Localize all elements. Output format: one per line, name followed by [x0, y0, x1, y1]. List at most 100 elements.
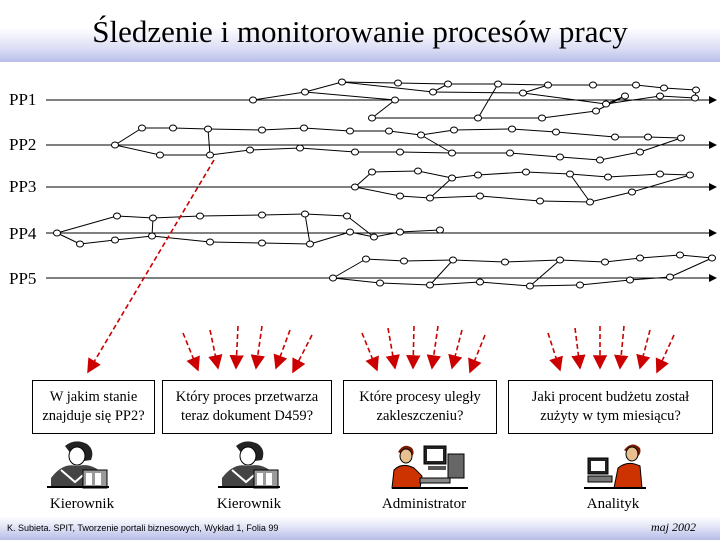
process-node	[77, 241, 84, 247]
flow-edge	[305, 214, 310, 244]
question-box-pp2-state: W jakim stanie znajduje się PP2?	[32, 380, 155, 434]
process-node	[509, 126, 516, 132]
query-arrow	[210, 330, 218, 368]
process-node	[437, 227, 444, 233]
flow-edge	[498, 84, 548, 85]
process-node	[205, 126, 212, 132]
flow-edge	[208, 129, 210, 155]
flow-edge	[433, 92, 523, 93]
process-node	[369, 169, 376, 175]
query-arrow	[276, 330, 290, 368]
flow-edge	[512, 129, 556, 132]
process-node	[602, 259, 609, 265]
flow-edge	[305, 214, 347, 216]
process-node	[520, 90, 527, 96]
flow-edge	[305, 82, 342, 92]
query-arrow	[362, 333, 377, 370]
flow-edge	[430, 196, 480, 198]
flow-edge	[380, 283, 430, 285]
process-node	[527, 283, 534, 289]
flow-edge	[333, 259, 366, 278]
flow-edge	[505, 260, 560, 262]
process-node	[363, 256, 370, 262]
flow-edge	[600, 152, 640, 160]
flow-edge	[115, 145, 160, 155]
flow-edge	[453, 260, 505, 262]
flow-edge	[560, 157, 600, 160]
process-node	[637, 149, 644, 155]
process-node	[477, 193, 484, 199]
question-box-budget: Jaki procent budżetu został zużyty w tym…	[508, 380, 713, 434]
process-node	[377, 280, 384, 286]
process-node	[54, 230, 61, 236]
flow-edge	[530, 260, 560, 286]
process-node	[537, 198, 544, 204]
flow-edge	[510, 153, 560, 157]
manager-at-desk-icon	[47, 441, 109, 488]
flow-edge	[372, 100, 395, 118]
process-node	[347, 229, 354, 235]
process-node	[445, 81, 452, 87]
process-node	[633, 82, 640, 88]
process-node	[259, 240, 266, 246]
process-node	[371, 234, 378, 240]
query-arrow	[388, 328, 395, 368]
process-node	[330, 275, 337, 281]
process-node	[297, 145, 304, 151]
process-node	[557, 154, 564, 160]
query-arrow	[413, 326, 414, 368]
flow-edge	[200, 215, 262, 216]
flow-edge	[80, 240, 115, 244]
flow-edge	[660, 174, 690, 175]
flow-edge	[304, 128, 350, 131]
process-node	[593, 108, 600, 114]
process-node	[449, 150, 456, 156]
process-node	[590, 82, 597, 88]
process-node	[709, 255, 716, 261]
process-node	[477, 279, 484, 285]
query-arrow	[470, 335, 485, 372]
flow-edge	[400, 152, 452, 153]
process-node	[502, 259, 509, 265]
flow-edge	[648, 137, 681, 138]
question-box-deadlock: Które procesy uległy zakleszczeniu?	[343, 380, 497, 434]
query-arrow	[657, 335, 674, 372]
manager-at-desk-icon	[218, 441, 280, 488]
flow-edge	[664, 88, 696, 90]
flow-edge	[152, 236, 210, 242]
process-node	[369, 115, 376, 121]
flow-edge	[570, 174, 608, 177]
flow-edge	[478, 172, 526, 175]
process-node	[397, 229, 404, 235]
process-node	[667, 274, 674, 280]
process-node	[657, 171, 664, 177]
flow-edge	[300, 148, 355, 152]
role-label-manager: Kierownik	[22, 496, 142, 513]
flow-edge	[57, 216, 117, 233]
flow-edge	[570, 174, 590, 202]
process-node	[170, 125, 177, 131]
process-node	[629, 189, 636, 195]
process-node	[539, 115, 546, 121]
process-node	[386, 128, 393, 134]
process-node	[344, 213, 351, 219]
flow-edge	[454, 129, 512, 130]
flow-edge	[640, 255, 680, 258]
flow-edge	[605, 258, 640, 262]
flow-edge	[540, 201, 590, 202]
query-arrow	[452, 330, 462, 368]
query-arrow	[575, 328, 580, 368]
process-node	[587, 199, 594, 205]
query-arrow	[293, 335, 312, 372]
process-node	[150, 215, 157, 221]
process-node	[507, 150, 514, 156]
flow-edge	[632, 175, 690, 192]
process-node	[449, 175, 456, 181]
process-node	[157, 152, 164, 158]
process-node	[259, 212, 266, 218]
process-node	[112, 237, 119, 243]
query-arrow	[88, 160, 214, 372]
process-node	[597, 157, 604, 163]
flow-edge	[560, 260, 605, 262]
